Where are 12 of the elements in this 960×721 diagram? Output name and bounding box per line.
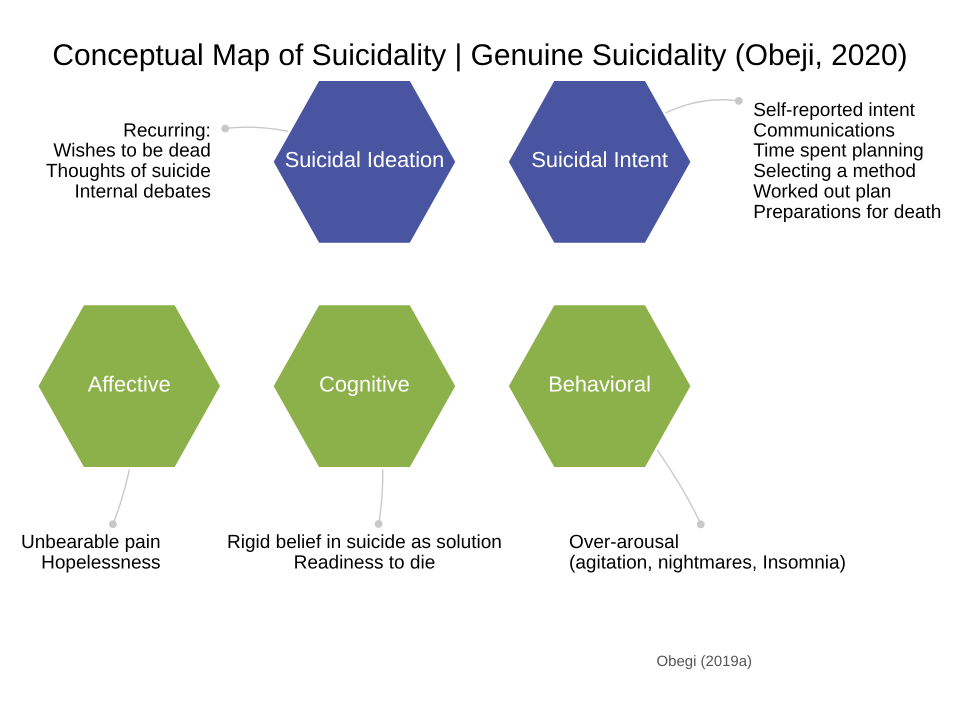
connector bbox=[665, 96, 743, 113]
node-text: Self-reported intent Communications Time spent planning Selecting a method Worked out plan Preparations for death bbox=[753, 99, 942, 222]
node-text: Unbearable pain Hopelessness bbox=[20, 532, 161, 574]
connector bbox=[374, 468, 384, 528]
connector bbox=[109, 468, 130, 528]
node-text: Over-arousal (agitation, nightmares, Insomnia) bbox=[569, 532, 846, 574]
connector bbox=[221, 124, 288, 132]
connector bbox=[656, 449, 705, 528]
diagram-title: Conceptual Map of Suicidality | Genuine Suicidality (Obeji, 2020) bbox=[52, 38, 908, 72]
node-text: Recurring: Wishes to be dead Thoughts of suicide Internal debates bbox=[46, 120, 211, 202]
node-text: Rigid belief in suicide as solution Readiness to die bbox=[227, 532, 502, 574]
label: Obegi (2019a) bbox=[656, 652, 752, 670]
